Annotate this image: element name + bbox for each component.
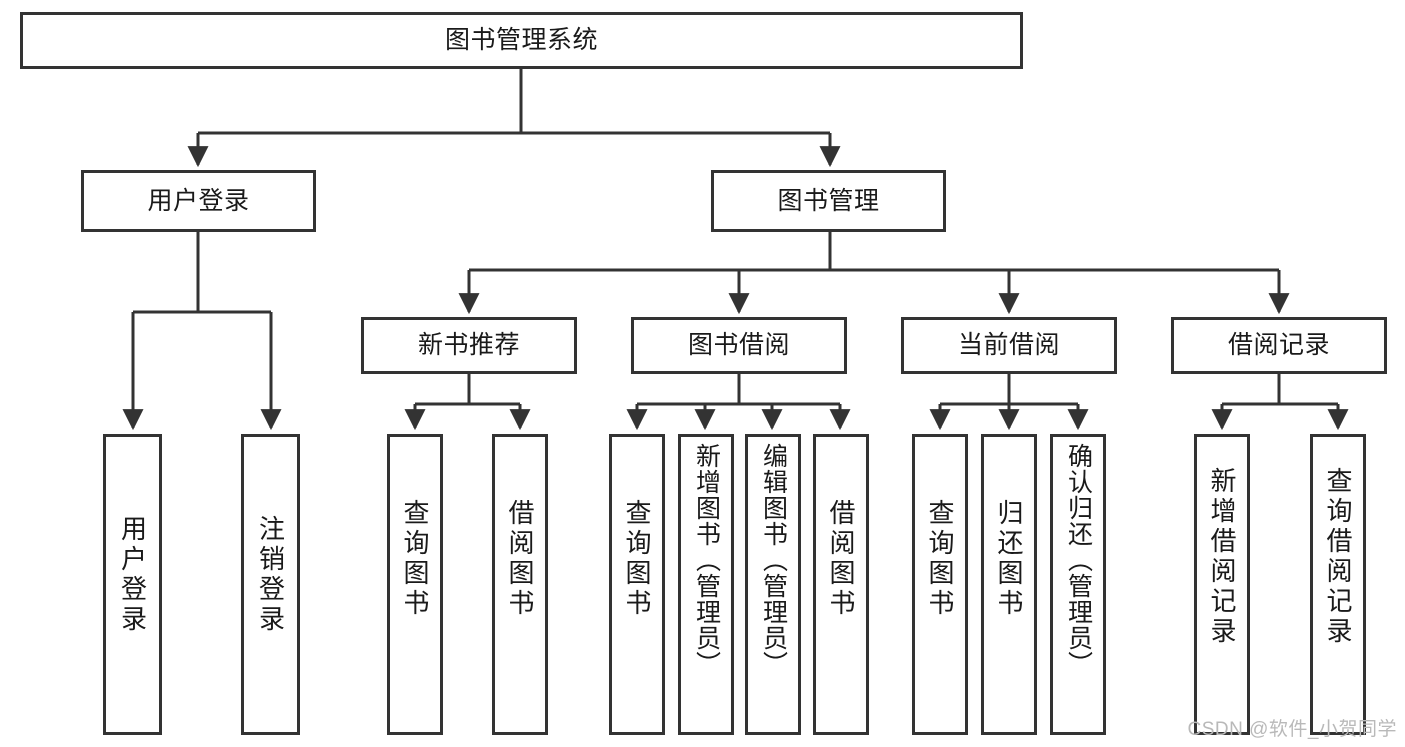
node-leaf-user-login[interactable]: 用户登录 — [103, 434, 162, 735]
node-book-manage-label: 图书管理 — [777, 186, 880, 215]
node-leaf-return-book-label: 归还图书 — [994, 499, 1024, 619]
node-new-book-rec-label: 新书推荐 — [417, 331, 520, 360]
node-leaf-query-book-3[interactable]: 查询图书 — [912, 434, 968, 735]
node-leaf-borrow-book-1[interactable]: 借阅图书 — [492, 434, 548, 735]
node-leaf-add-book-label: 新增图书（管理员） — [692, 443, 721, 677]
node-root[interactable]: 图书管理系统 — [20, 12, 1023, 69]
node-new-book-rec[interactable]: 新书推荐 — [361, 317, 577, 374]
node-leaf-logout[interactable]: 注销登录 — [241, 434, 300, 735]
node-root-label: 图书管理系统 — [444, 26, 598, 55]
node-leaf-query-record[interactable]: 查询借阅记录 — [1310, 434, 1366, 735]
node-leaf-logout-label: 注销登录 — [255, 515, 286, 635]
node-borrow-record-label: 借阅记录 — [1227, 331, 1330, 360]
node-leaf-confirm-return-label: 确认归还（管理员） — [1064, 443, 1093, 677]
node-user-login-label: 用户登录 — [147, 186, 250, 215]
node-user-login[interactable]: 用户登录 — [81, 170, 316, 232]
node-leaf-add-record[interactable]: 新增借阅记录 — [1194, 434, 1250, 735]
node-leaf-query-book-3-label: 查询图书 — [925, 499, 955, 619]
node-leaf-query-book-2[interactable]: 查询图书 — [609, 434, 665, 735]
node-leaf-add-record-label: 新增借阅记录 — [1207, 467, 1237, 647]
node-leaf-edit-book[interactable]: 编辑图书（管理员） — [745, 434, 801, 735]
node-leaf-return-book[interactable]: 归还图书 — [981, 434, 1037, 735]
node-book-borrow[interactable]: 图书借阅 — [631, 317, 847, 374]
node-book-borrow-label: 图书借阅 — [687, 331, 790, 360]
node-current-borrow[interactable]: 当前借阅 — [901, 317, 1117, 374]
node-leaf-query-record-label: 查询借阅记录 — [1323, 467, 1353, 647]
node-leaf-borrow-book-1-label: 借阅图书 — [505, 499, 535, 619]
node-leaf-query-book-1-label: 查询图书 — [400, 499, 430, 619]
node-leaf-edit-book-label: 编辑图书（管理员） — [759, 443, 788, 677]
node-current-borrow-label: 当前借阅 — [957, 331, 1060, 360]
node-book-manage[interactable]: 图书管理 — [711, 170, 946, 232]
node-leaf-confirm-return[interactable]: 确认归还（管理员） — [1050, 434, 1106, 735]
node-leaf-add-book[interactable]: 新增图书（管理员） — [678, 434, 734, 735]
node-leaf-user-login-label: 用户登录 — [117, 515, 148, 635]
node-borrow-record[interactable]: 借阅记录 — [1171, 317, 1387, 374]
node-leaf-borrow-book-2[interactable]: 借阅图书 — [813, 434, 869, 735]
node-leaf-borrow-book-2-label: 借阅图书 — [826, 499, 856, 619]
node-leaf-query-book-2-label: 查询图书 — [622, 499, 652, 619]
node-leaf-query-book-1[interactable]: 查询图书 — [387, 434, 443, 735]
csdn-watermark: CSDN @软件_小贺同学 — [1187, 719, 1397, 740]
